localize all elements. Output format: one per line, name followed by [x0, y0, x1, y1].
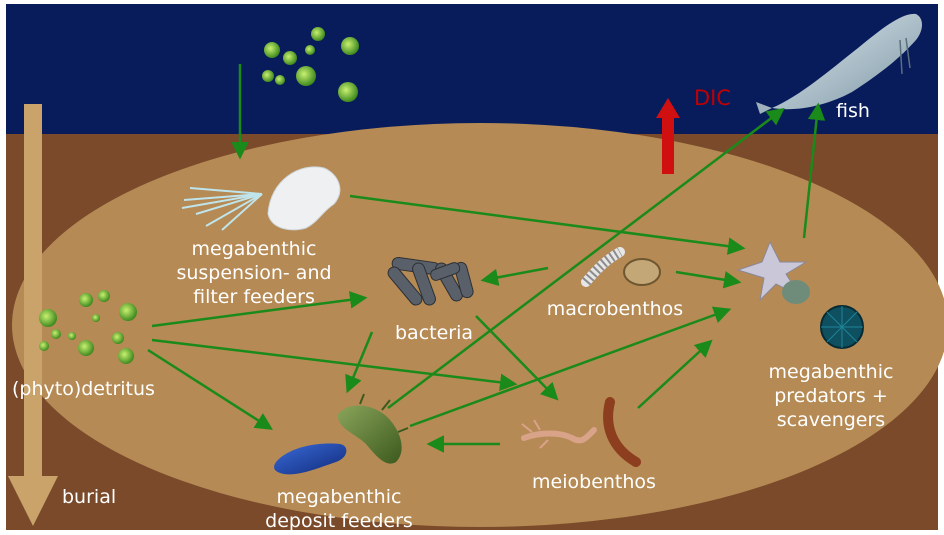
- predators-label: megabenthic predators + scavengers: [756, 360, 906, 432]
- predators-label-line3: scavengers: [756, 408, 906, 432]
- deposit-feeders-label-line2: deposit feeders: [254, 509, 424, 533]
- filter-feeders-label-line2: suspension- and: [164, 261, 344, 285]
- meiobenthos-label: meiobenthos: [524, 470, 664, 494]
- predators-label-line2: predators +: [756, 384, 906, 408]
- burial-label: burial: [62, 485, 116, 509]
- predators-label-line1: megabenthic: [756, 360, 906, 384]
- filter-feeders-label-line3: filter feeders: [164, 285, 344, 309]
- deposit-feeders-label: megabenthic deposit feeders: [254, 485, 424, 533]
- water-column: [6, 4, 938, 134]
- deposit-feeders-label-line1: megabenthic: [254, 485, 424, 509]
- filter-feeders-label: megabenthic suspension- and filter feede…: [164, 237, 344, 309]
- bacteria-label: bacteria: [384, 321, 484, 345]
- phytodetritus-label: (phyto)detritus: [12, 377, 155, 401]
- fish-label: fish: [836, 99, 870, 123]
- macrobenthos-label: macrobenthos: [540, 297, 690, 321]
- dic-label: DIC: [694, 86, 731, 110]
- filter-feeders-label-line1: megabenthic: [164, 237, 344, 261]
